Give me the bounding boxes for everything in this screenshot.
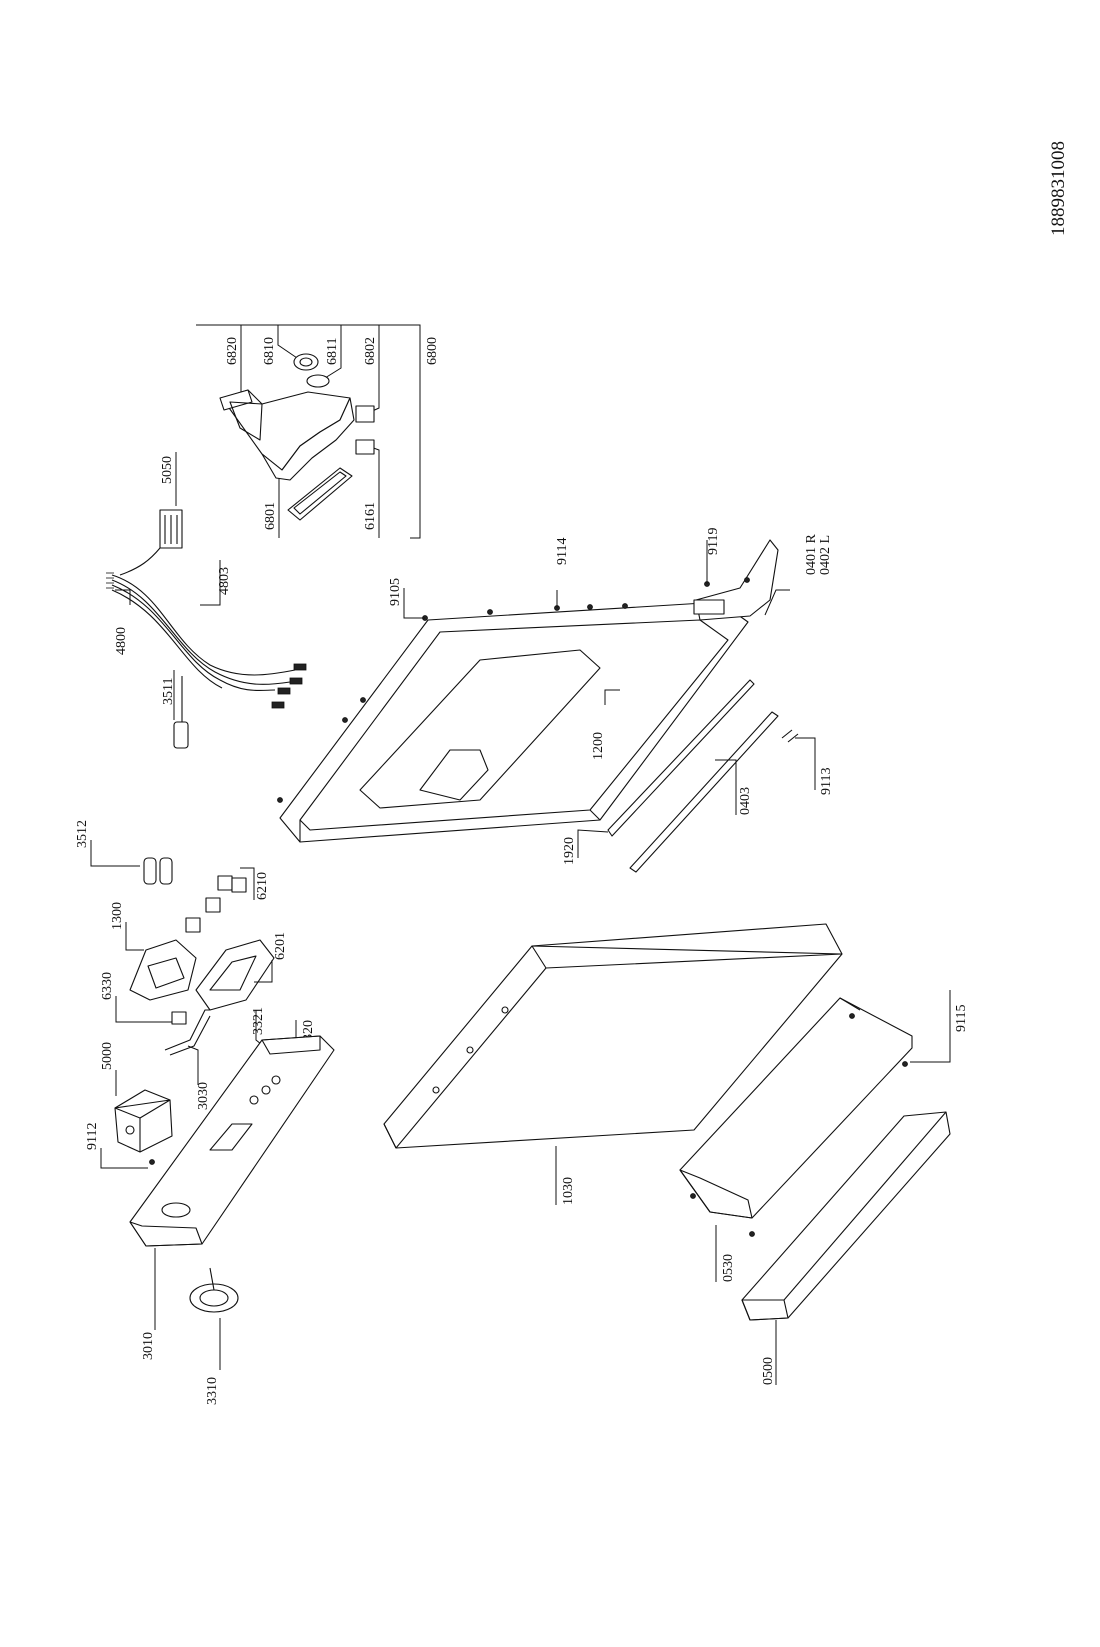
wiring-harness-4800: 4800 4803 3511 bbox=[106, 547, 307, 749]
connector-5050: 5050 bbox=[159, 452, 183, 549]
label-1300: 1300 bbox=[110, 902, 125, 930]
control-components: 3512 1300 6210 6201 6330 bbox=[75, 820, 288, 1025]
label-3010: 3010 bbox=[141, 1332, 156, 1360]
label-0500: 0500 bbox=[761, 1357, 776, 1385]
label-6811: 6811 bbox=[325, 338, 340, 365]
label-4803: 4803 bbox=[217, 567, 232, 595]
label-9119: 9119 bbox=[706, 528, 721, 555]
label-5050: 5050 bbox=[160, 456, 175, 484]
document-number: 1889831008 bbox=[1048, 141, 1069, 236]
label-6161: 6161 bbox=[363, 502, 378, 530]
label-9115: 9115 bbox=[954, 1005, 969, 1032]
label-3512: 3512 bbox=[75, 820, 90, 848]
door-seals: 1920 0403 9113 bbox=[562, 679, 834, 873]
module-5000: 5000 9112 bbox=[85, 1042, 173, 1169]
label-6330: 6330 bbox=[100, 972, 115, 1000]
label-9112: 9112 bbox=[85, 1123, 100, 1150]
label-6210: 6210 bbox=[255, 872, 270, 900]
label-1920: 1920 bbox=[562, 837, 577, 865]
label-6201: 6201 bbox=[273, 932, 288, 960]
label-0403: 0403 bbox=[738, 787, 753, 815]
label-3511: 3511 bbox=[161, 678, 176, 705]
label-3030: 3030 bbox=[196, 1082, 211, 1110]
label-9113: 9113 bbox=[819, 768, 834, 795]
label-9105: 9105 bbox=[388, 578, 403, 606]
label-0402l: 0402 L bbox=[818, 535, 833, 575]
label-0401r: 0401 R bbox=[804, 534, 819, 576]
label-6801: 6801 bbox=[263, 502, 278, 530]
kickplate-0530: 9115 0530 bbox=[679, 990, 969, 1282]
label-9114: 9114 bbox=[555, 538, 570, 565]
label-1200: 1200 bbox=[591, 732, 606, 760]
label-3321: 3321 bbox=[251, 1007, 266, 1035]
label-5000: 5000 bbox=[100, 1042, 115, 1070]
label-6810: 6810 bbox=[262, 337, 277, 365]
label-1030: 1030 bbox=[561, 1177, 576, 1205]
label-4800: 4800 bbox=[114, 627, 129, 655]
label-6820: 6820 bbox=[225, 337, 240, 365]
label-3310: 3310 bbox=[205, 1377, 220, 1405]
plinth-0500: 0500 bbox=[741, 1111, 951, 1385]
control-panel-3010: 3010 3310 bbox=[129, 1035, 335, 1405]
outer-door-1030: 1030 bbox=[383, 923, 843, 1205]
dispenser-assembly-6800: 6820 6810 6811 6802 6800 6801 6161 bbox=[196, 324, 440, 539]
label-6802: 6802 bbox=[363, 337, 378, 365]
label-0530: 0530 bbox=[721, 1254, 736, 1282]
inner-door-1200: 9105 9114 9119 0401 R 0402 L 1200 bbox=[277, 528, 833, 843]
label-6800: 6800 bbox=[425, 337, 440, 365]
